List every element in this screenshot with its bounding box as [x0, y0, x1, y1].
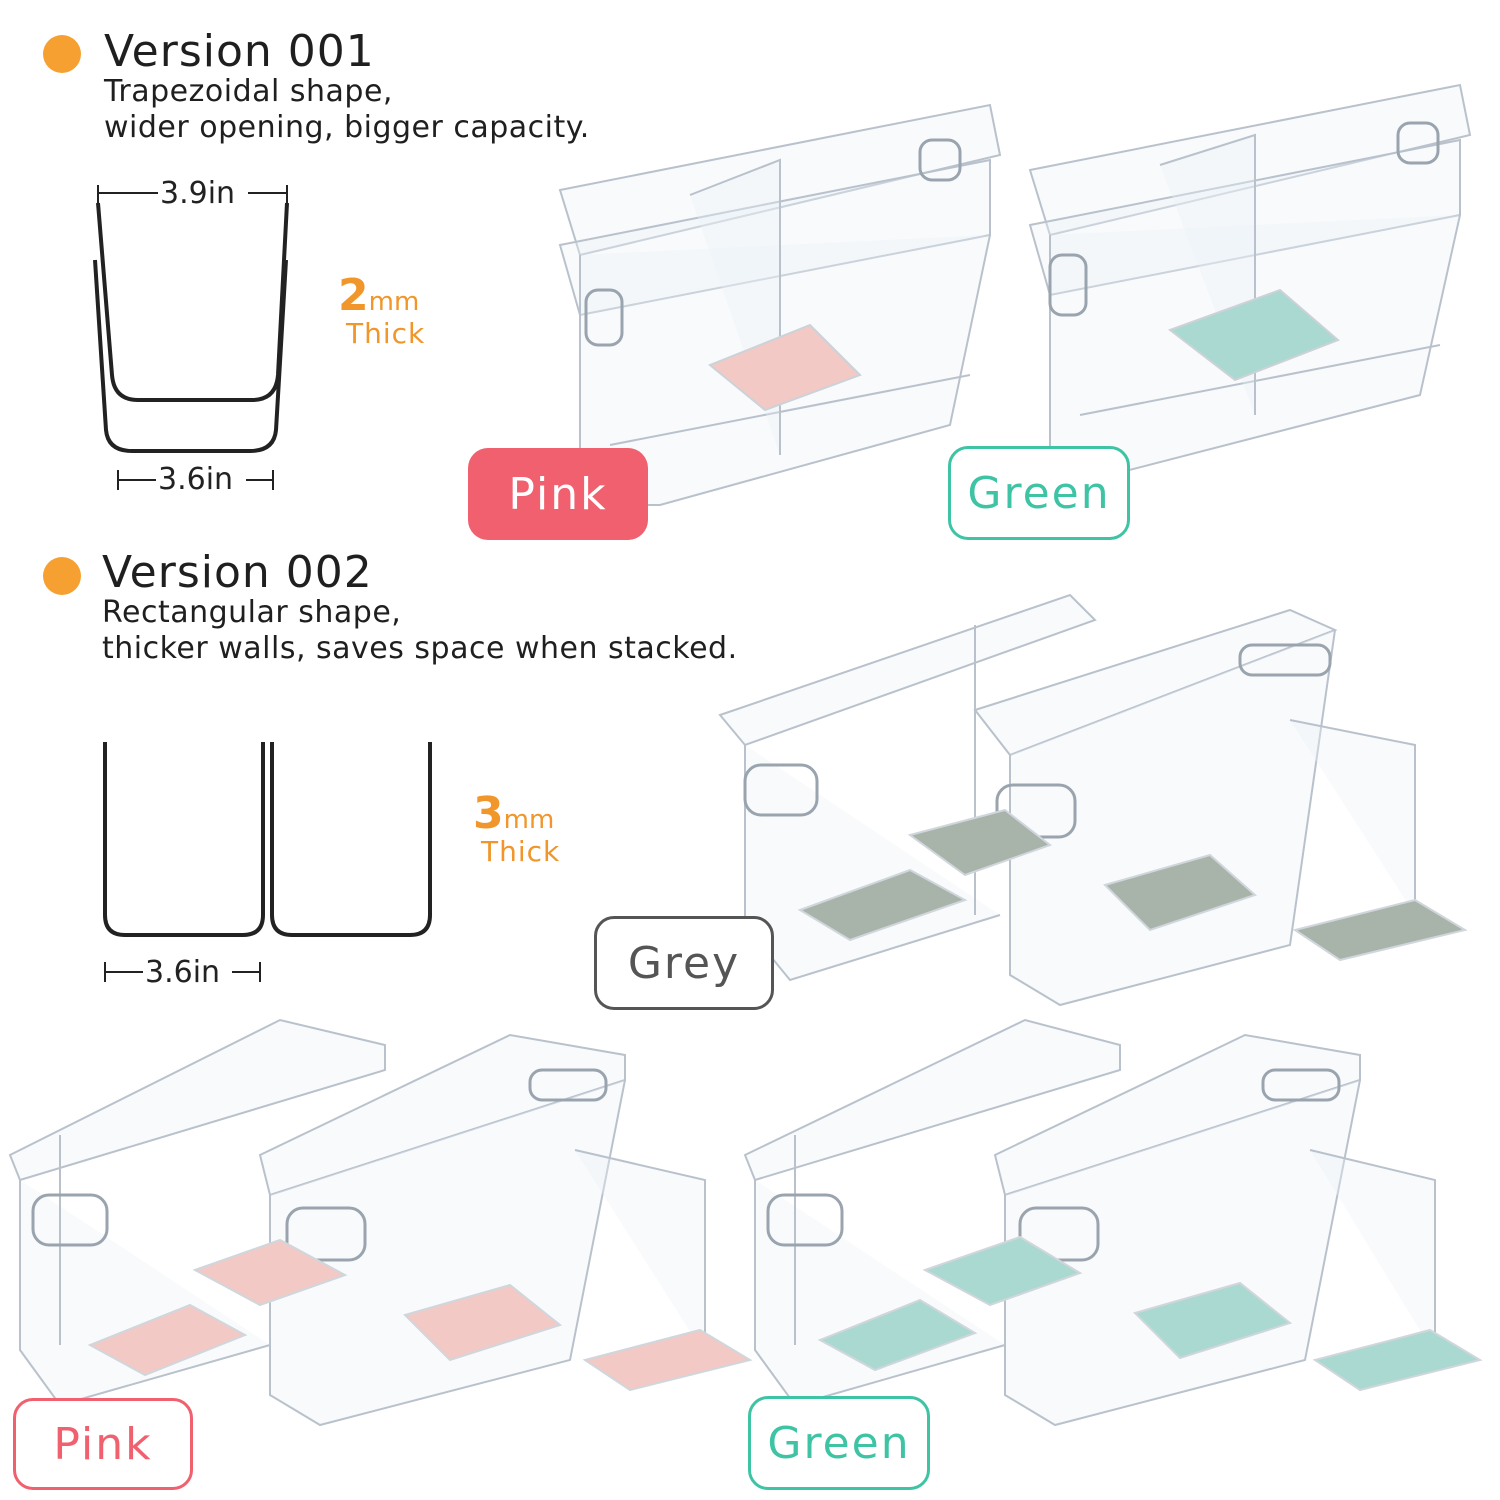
thickness-unit: mm: [503, 805, 555, 835]
version-001-bottom-width-label: 3.6in: [158, 462, 234, 497]
thickness-number: 3: [473, 788, 504, 839]
version-002-description-line2: thicker walls, saves space when stacked.: [102, 631, 738, 666]
thickness-unit: mm: [368, 287, 420, 317]
version-001-thickness: 2mm Thick: [338, 274, 425, 348]
version-002-description-line1: Rectangular shape,: [102, 595, 402, 630]
version-002-green-tag: Green: [748, 1396, 930, 1490]
version-002-grey-tag: Grey: [594, 916, 774, 1010]
bullet-icon: [43, 557, 81, 595]
version-002-grey-bins-image: [718, 593, 1468, 1007]
rectangular-profile-diagram: [103, 742, 432, 982]
version-001-top-width-label: 3.9in: [160, 176, 236, 211]
trapezoid-profile-diagram: [93, 185, 289, 490]
version-002-pink-tag: Pink: [13, 1398, 193, 1490]
version-001-pink-tag: Pink: [468, 448, 648, 540]
version-001-green-bins-image: [1028, 83, 1472, 477]
thickness-word: Thick: [346, 317, 426, 350]
version-002-thickness: 3mm Thick: [473, 792, 560, 866]
bullet-icon: [43, 35, 81, 73]
version-002-title: Version 002: [102, 547, 373, 598]
version-001-description-line2: wider opening, bigger capacity.: [104, 110, 590, 145]
version-001-title: Version 001: [104, 26, 375, 77]
version-001-pink-bins-image: [558, 103, 1002, 506]
version-001-green-tag: Green: [948, 446, 1130, 540]
version-002-green-bins-image: [743, 1018, 1483, 1427]
version-002-pink-bins-image: [8, 1018, 753, 1427]
version-002-bottom-width-label: 3.6in: [145, 955, 221, 990]
version-001-description-line1: Trapezoidal shape,: [104, 74, 393, 109]
thickness-word: Thick: [481, 835, 561, 868]
thickness-number: 2: [338, 270, 369, 321]
